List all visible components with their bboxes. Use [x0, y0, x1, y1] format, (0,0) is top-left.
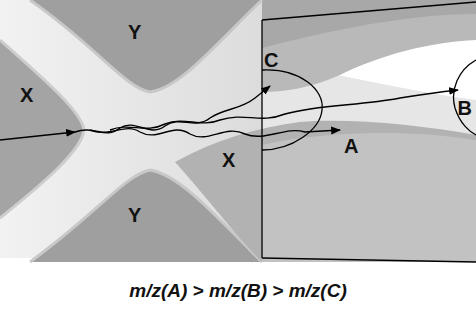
ion-label: C: [264, 50, 278, 70]
rod-label: X: [222, 150, 235, 170]
rod-label: Y: [128, 22, 141, 42]
ion-label: A: [344, 136, 358, 156]
caption: m/z(A) > m/z(B) > m/z(C): [129, 280, 346, 303]
ion-label: B: [458, 98, 472, 118]
rod-label: X: [20, 85, 33, 105]
rod-label: Y: [128, 205, 141, 225]
